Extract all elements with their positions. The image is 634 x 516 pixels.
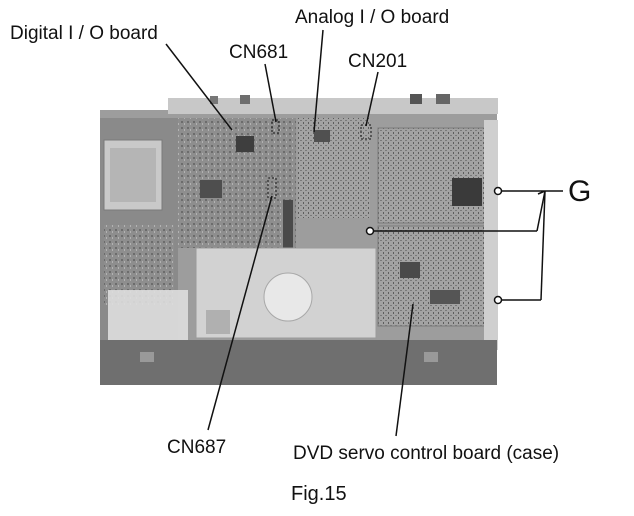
cn681-marker xyxy=(271,119,280,134)
leader-cn681 xyxy=(264,63,277,123)
leader-digital-io xyxy=(165,43,233,131)
screw-point-2 xyxy=(365,226,375,236)
leader-analog-io xyxy=(313,29,324,133)
label-cn687: CN687 xyxy=(167,437,227,458)
label-g: G xyxy=(568,175,592,208)
screw-point-3 xyxy=(493,295,503,305)
analog-io-board xyxy=(298,118,370,218)
leader-g xyxy=(498,190,546,195)
screw-points xyxy=(365,186,503,305)
side-bracket xyxy=(484,120,498,350)
leader-lines xyxy=(165,29,563,437)
figure-caption: Fig.15 xyxy=(291,483,347,505)
label-cn201: CN201 xyxy=(348,51,408,72)
leader-cn687 xyxy=(207,195,273,431)
servo-board-lower xyxy=(377,225,489,327)
label-digital-io-board: Digital I / O board xyxy=(10,23,158,44)
front-panel xyxy=(100,340,497,385)
label-analog-io-board: Analog I / O board xyxy=(295,7,450,28)
screw-point-1 xyxy=(493,186,503,196)
label-dvd-servo-board: DVD servo control board (case) xyxy=(293,443,560,464)
label-cn681: CN681 xyxy=(229,42,289,63)
leader-dvd-servo xyxy=(395,303,414,437)
servo-board-upper xyxy=(377,127,489,224)
disc-clamp xyxy=(263,272,313,322)
leader-cn201 xyxy=(365,71,379,127)
